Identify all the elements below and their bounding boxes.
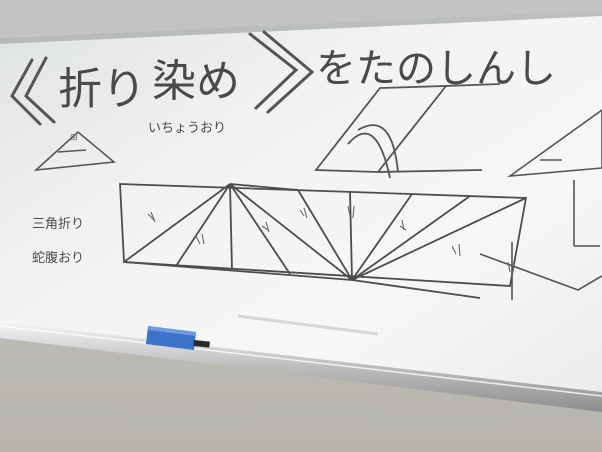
- headline: [10, 30, 315, 126]
- smudge-line: [237, 314, 379, 336]
- svg-text:⊞: ⊞: [70, 133, 78, 143]
- headline-part-1: 折り: [58, 64, 146, 115]
- whiteboard-top-frame: [0, 10, 602, 44]
- fan-fold-diagram: [119, 183, 528, 299]
- fan-annotations: [147, 205, 515, 277]
- wall-top-strip: [0, 0, 602, 36]
- note-top: いちょうおり: [148, 121, 226, 136]
- whiteboard-surface: [0, 10, 602, 398]
- left-note-1: 三角折り: [32, 217, 84, 232]
- triangle-sketch-left: ⊞: [33, 130, 116, 172]
- folding-sketch: [314, 83, 501, 179]
- headline-tail: をたのしんし: [316, 46, 556, 92]
- right-sketch: [479, 109, 602, 300]
- left-note-2: 蛇腹おり: [32, 250, 84, 266]
- headline-part-2: 染め: [152, 56, 240, 107]
- eraser: [146, 326, 210, 350]
